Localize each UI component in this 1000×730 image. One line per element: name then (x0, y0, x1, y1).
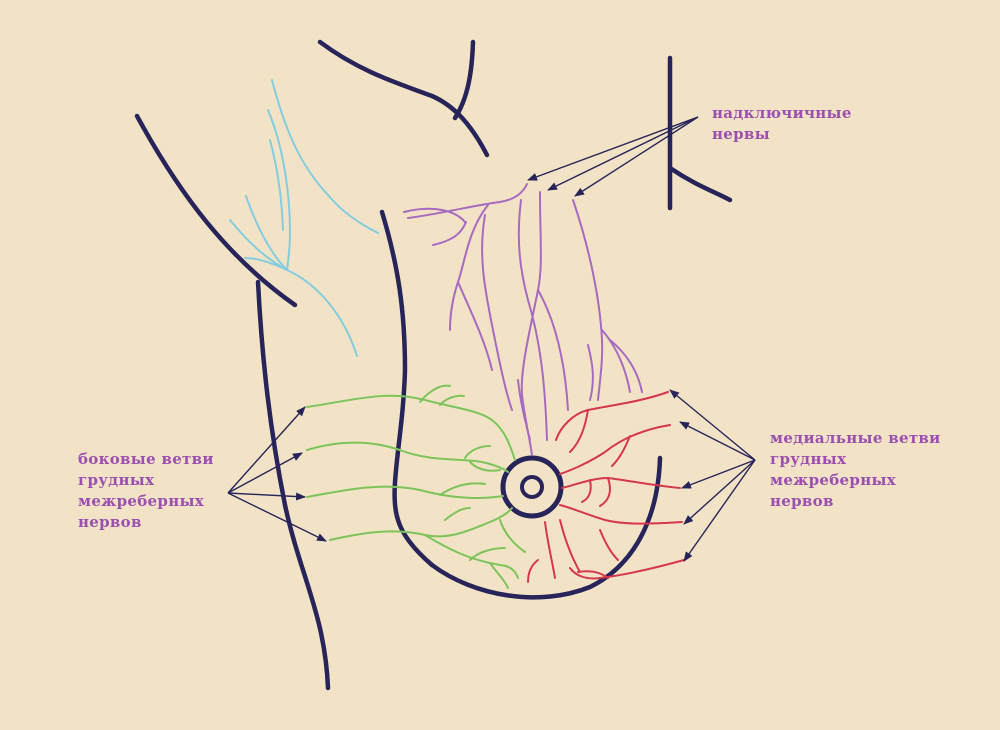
axillary-nerve (271, 79, 379, 234)
lateral-branch (469, 461, 501, 472)
axillary-nerve (286, 269, 358, 357)
supraclavicular-nerve (517, 199, 548, 441)
medial-arrow (681, 459, 756, 489)
nipple (500, 455, 564, 519)
label-line: нервы (712, 125, 770, 143)
medial-arrow (669, 389, 756, 461)
label-line: боковые ветви (78, 450, 214, 468)
supraclavicular-nerves (403, 183, 643, 456)
label-line: медиальные ветви (770, 429, 941, 447)
medial-branch (577, 570, 609, 579)
body-outline (134, 39, 733, 691)
lateral-branch (439, 394, 465, 406)
supraclavicular-nerve (587, 344, 594, 401)
label-line: межреберных (78, 492, 205, 510)
breast-lateral-contour (379, 209, 435, 568)
supraclavicular-nerve (572, 199, 604, 401)
supraclavicular-nerve (601, 329, 631, 393)
lateral-branch (329, 507, 513, 541)
lateral-branch (439, 482, 486, 496)
medial-branch (559, 504, 683, 525)
medial-branch (599, 477, 611, 507)
supraclavicular-nerve (457, 281, 493, 371)
medial-branch (569, 559, 685, 580)
label-lateral-branches: боковые ветви грудных межреберных нервов (78, 449, 214, 533)
medial-branch (544, 521, 556, 579)
arm-outline (134, 113, 298, 308)
lateral-branch (444, 507, 471, 521)
medial-branch (559, 519, 581, 573)
lateral-branch (464, 445, 491, 459)
areola-ring (500, 455, 564, 519)
axillary-nerves (229, 79, 379, 357)
supraclavicular-nerve (403, 207, 466, 223)
medial-branch (527, 559, 539, 583)
lateral-arrow (227, 492, 306, 501)
lateral-branch (469, 547, 506, 561)
label-line: грудных (770, 450, 847, 468)
supraclavicular-nerve (481, 214, 513, 411)
axillary-nerve (245, 195, 288, 271)
lateral-branch (306, 485, 504, 499)
medial-branch (599, 529, 619, 561)
supraclavicular-nerve (537, 289, 569, 411)
axillary-nerve (269, 139, 284, 231)
label-supraclavicular-nerves: надключичные нервы (712, 103, 852, 145)
lateral-branch (306, 394, 516, 461)
medial-branch (561, 476, 681, 489)
lateral-branch (489, 562, 509, 589)
axillary-nerve (244, 257, 288, 271)
supraclavicular-nerve (432, 221, 467, 246)
torso-side-line (255, 279, 331, 691)
supraclavicular-arrow (527, 116, 699, 181)
lateral-branch (499, 519, 526, 553)
medial-branch (569, 409, 589, 453)
supraclavicular-nerve (407, 183, 528, 219)
label-line: грудных (78, 471, 155, 489)
axillary-nerve (267, 109, 292, 271)
medial-branches (527, 391, 685, 583)
label-line: нервов (770, 492, 834, 510)
breast-lower-contour (429, 455, 663, 600)
neck-line (452, 39, 476, 121)
medial-arrow (683, 459, 756, 562)
lateral-arrow (227, 406, 306, 494)
medial-branch (611, 435, 631, 467)
medial-branch (555, 391, 669, 441)
lateral-branch (306, 441, 509, 473)
medial-arrow (679, 421, 756, 461)
medial-branch (581, 479, 592, 503)
clavicle-line (667, 165, 733, 203)
lateral-branches (306, 384, 526, 589)
label-line: нервов (78, 513, 142, 531)
nipple-center (520, 475, 544, 499)
lateral-arrow (227, 452, 303, 494)
neck-shoulder-line (317, 39, 490, 158)
supraclavicular-nerve (517, 379, 531, 441)
supraclavicular-nerve (609, 339, 643, 393)
supraclavicular-arrow (547, 116, 699, 191)
medial-arrow (683, 459, 756, 525)
label-line: межреберных (770, 471, 897, 489)
supraclavicular-arrow (574, 116, 699, 197)
lateral-arrow (227, 492, 327, 542)
label-medial-branches: медиальные ветви грудных межреберных нер… (770, 428, 941, 512)
leader-arrows (227, 116, 756, 562)
label-line: надключичные (712, 104, 852, 122)
medial-branch (559, 424, 671, 475)
lateral-branch (424, 534, 519, 579)
lateral-branch (419, 384, 451, 403)
